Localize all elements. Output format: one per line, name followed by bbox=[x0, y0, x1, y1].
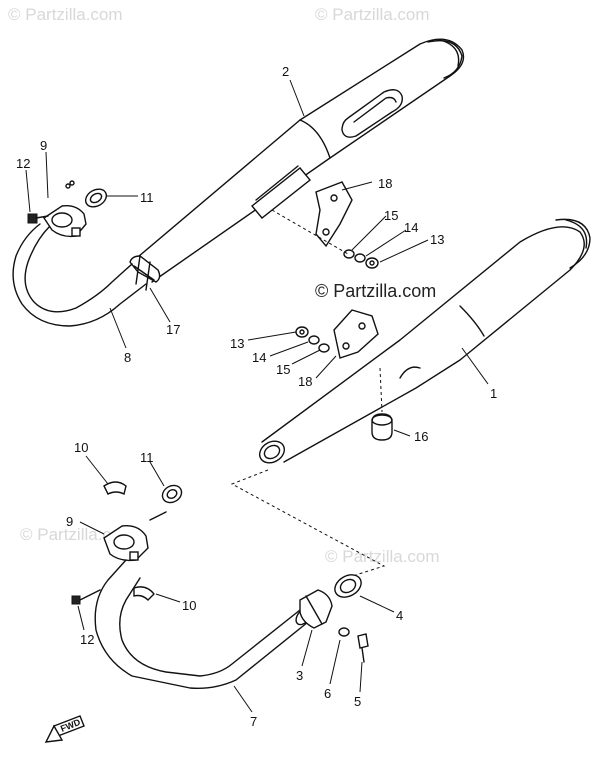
fwd-arrow: FWD bbox=[44, 715, 85, 743]
upper-muffler-assembly bbox=[12, 38, 465, 327]
callout-6: 6 bbox=[324, 686, 331, 701]
callout-15-lower: 15 bbox=[276, 362, 290, 377]
callout-11-lower: 11 bbox=[140, 450, 154, 465]
callout-11-upper: 11 bbox=[140, 190, 154, 205]
callout-4: 4 bbox=[396, 608, 403, 623]
lower-pipe-assembly bbox=[71, 469, 386, 690]
callout-18-upper: 18 bbox=[378, 176, 392, 191]
watermark-center: © Partzilla.com bbox=[315, 281, 436, 301]
watermark-top-center: © Partzilla.com bbox=[315, 5, 430, 24]
callout-13-upper: 13 bbox=[430, 232, 444, 247]
callout-14-upper: 14 bbox=[404, 220, 418, 235]
callout-9-lower: 9 bbox=[66, 514, 73, 529]
callout-12-lower: 12 bbox=[80, 632, 94, 647]
lower-muffler-assembly bbox=[258, 218, 591, 464]
callout-9-upper: 9 bbox=[40, 138, 47, 153]
callout-13-lower: 13 bbox=[230, 336, 244, 351]
callout-8: 8 bbox=[124, 350, 131, 365]
callout-10-lower: 10 bbox=[182, 598, 196, 613]
callout-12-upper: 12 bbox=[16, 156, 30, 171]
callout-18-lower: 18 bbox=[298, 374, 312, 389]
leader-lines bbox=[25, 79, 489, 713]
callout-labels: 1 2 3 4 5 6 7 8 9 9 10 10 11 11 12 12 13… bbox=[16, 64, 497, 729]
callout-1: 1 bbox=[490, 386, 497, 401]
callout-16: 16 bbox=[414, 429, 428, 444]
callout-10-upper: 10 bbox=[74, 440, 88, 455]
callout-7: 7 bbox=[250, 714, 257, 729]
callout-14-lower: 14 bbox=[252, 350, 266, 365]
watermark-top-left: © Partzilla.com bbox=[8, 5, 123, 24]
watermark-lower-center: © Partzilla.com bbox=[325, 547, 440, 566]
callout-5: 5 bbox=[354, 694, 361, 709]
watermarks: © Partzilla.com © Partzilla.com © Partzi… bbox=[8, 5, 440, 566]
callout-3: 3 bbox=[296, 668, 303, 683]
callout-2: 2 bbox=[282, 64, 289, 79]
callout-15-upper: 15 bbox=[384, 208, 398, 223]
callout-17: 17 bbox=[166, 322, 180, 337]
